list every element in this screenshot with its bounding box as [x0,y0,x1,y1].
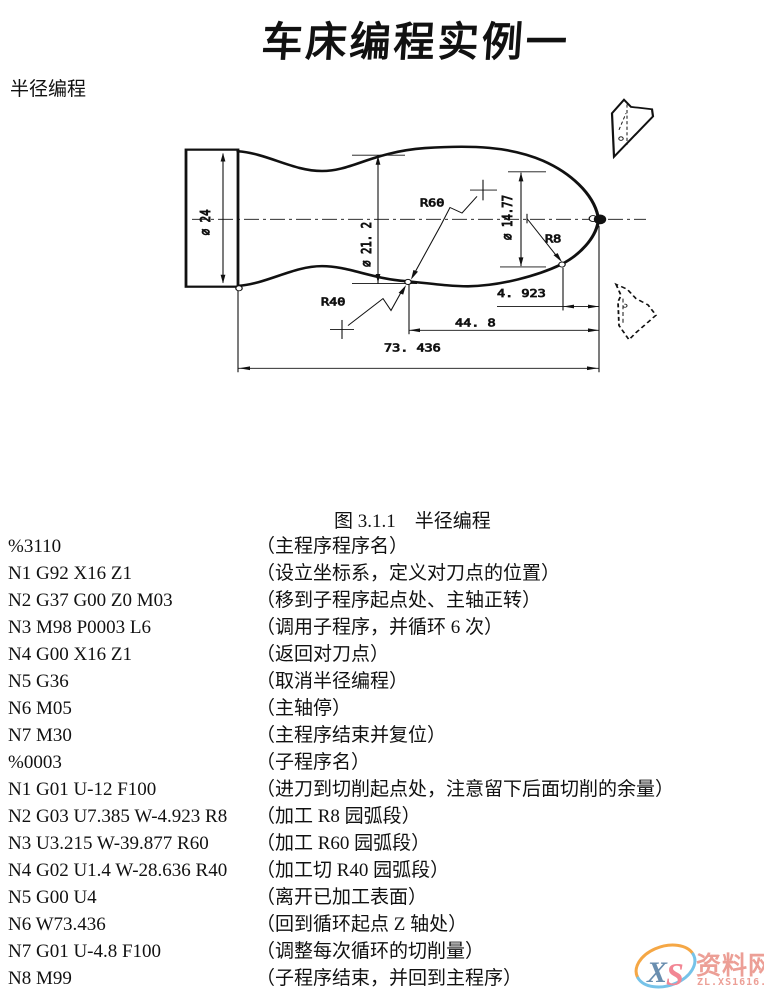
program-row: N8 M99 （子程序结束，并回到主程序） [8,965,760,992]
gcode: %0003 [8,752,62,773]
gcode-comment: （返回对刀点） [256,644,390,665]
watermark-site-url: ZL.XS1616.COM [697,977,764,988]
gcode-comment: （加工 R60 园弧段） [256,833,431,854]
dim-4-923-label: 4. 923 [497,287,546,299]
leader-r60 [411,179,497,280]
figure-caption: 图 3.1.1 半径编程 [334,511,491,532]
gcode: N5 G00 U4 [8,887,97,908]
gcode-comment: （子程序结束，并回到主程序） [256,968,523,989]
dim-dia-21-2-label: ⌀ 21. 2 [359,222,375,267]
program-row: N7 G01 U-4.8 F100 （调整每次循环的切削量） [8,938,760,965]
program-row: N6 M05 （主轴停） [8,695,760,722]
program-row: N7 M30 （主程序结束并复位） [8,722,760,749]
gcode: %3110 [8,536,62,557]
gcode-comment: （设立坐标系，定义对刀点的位置） [256,563,561,584]
gcode: N7 G01 U-4.8 F100 [8,941,162,962]
watermark-logo: X S 资料网 ZL.XS1616.COM [634,938,764,996]
r40-label: R40 [321,296,345,308]
gcode-comment: （子程序名） [256,752,371,773]
program-row: N4 G02 U1.4 W-28.636 R40 （加工切 R40 园弧段） [8,857,760,884]
page-title: 车床编程实例一 [260,19,572,65]
tool-insert-icon [610,98,655,160]
gcode: N2 G03 U7.385 W-4.923 R8 [8,806,228,827]
gcode: N8 M99 [8,968,72,989]
gcode-comment: （调整每次循环的切削量） [256,941,485,962]
dim-44-8 [408,284,599,335]
gcode-comment: （主程序程序名） [256,536,409,557]
gcode: N3 U3.215 W-39.877 R60 [8,833,209,854]
program-row: N1 G92 X16 Z1 （设立坐标系，定义对刀点的位置） [8,560,760,587]
leader-r40 [330,285,406,339]
leader-r8 [526,213,562,263]
watermark-site-name: 资料网 [696,953,764,980]
gcode-comment: （主轴停） [256,698,352,719]
tool-insert-ghost-icon [614,282,658,342]
program-row: %3110 （主程序程序名） [8,533,760,560]
dim-73-436 [237,225,600,373]
watermark-s-letter: S [666,956,684,992]
program-row: %0003 （子程序名） [8,749,760,776]
gcode: N4 G00 X16 Z1 [8,644,133,665]
gcode-comment: （取消半径编程） [256,671,409,692]
program-row: N6 W73.436 （回到循环起点 Z 轴处） [8,911,760,938]
program-row: N2 G03 U7.385 W-4.923 R8 （加工 R8 园弧段） [8,803,760,830]
program-row: N5 G00 U4 （离开已加工表面） [8,884,760,911]
gcode: N4 G02 U1.4 W-28.636 R40 [8,860,228,881]
watermark-x-letter: X [646,956,668,989]
part-drawing: ⌀ 24 ⌀ 21. 2 ⌀ 14.77 [184,98,658,373]
gcode: N1 G01 U-12 F100 [8,779,157,800]
gcode-comment: （加工 R8 园弧段） [256,806,421,827]
gcode-listing: %3110 （主程序程序名） N1 G92 X16 Z1 （设立坐标系，定义对刀点的… [8,533,760,992]
gcode-comment: （离开已加工表面） [256,887,428,908]
dim-44-8-label: 44. 8 [455,317,496,329]
gcode: N6 W73.436 [8,914,106,935]
gcode-comment: （主程序结束并复位） [256,725,447,746]
program-row: N4 G00 X16 Z1 （返回对刀点） [8,641,760,668]
dim-dia-24-label: ⌀ 24 [198,209,214,235]
dim-dia-14-77-label: ⌀ 14.77 [500,195,516,240]
gcode-comment: （加工切 R40 园弧段） [256,860,450,881]
program-row: N1 G01 U-12 F100 （进刀到切削起点处，注意留下后面切削的余量） [8,776,760,803]
program-row: N3 M98 P0003 L6 （调用子程序，并循环 6 次） [8,614,760,641]
gcode-comment: （移到子程序起点处、主轴正转） [256,590,542,611]
program-row: N5 G36 （取消半径编程） [8,668,760,695]
dim-dia-24 [220,152,226,284]
gcode: N6 M05 [8,698,72,719]
r8-label: R8 [545,233,561,245]
program-row: N3 U3.215 W-39.877 R60 （加工 R60 园弧段） [8,830,760,857]
watermark-xs-emblem: X S [634,943,697,992]
program-row: N2 G37 G00 Z0 M03 （移到子程序起点处、主轴正转） [8,587,760,614]
dim-dia-21-2 [352,154,417,284]
part-blank-rect [184,148,240,288]
tool-start-point [593,214,607,225]
profile-node-markers [235,215,598,292]
gcode: N5 G36 [8,671,69,692]
gcode-comment: （进刀到切削起点处，注意留下后面切削的余量） [256,779,675,800]
dim-dia-14-77 [500,171,546,268]
gcode-comment: （调用子程序，并循环 6 次） [256,617,504,638]
gcode: N3 M98 P0003 L6 [8,617,152,638]
section-subtitle: 半径编程 [10,79,87,100]
gcode: N2 G37 G00 Z0 M03 [8,590,173,611]
dim-4-923 [497,267,599,311]
r60-label: R60 [420,197,444,209]
gcode: N7 M30 [8,725,72,746]
part-profile [236,145,600,288]
gcode-comment: （回到循环起点 Z 轴处） [256,914,468,935]
gcode: N1 G92 X16 Z1 [8,563,133,584]
dim-73-436-label: 73. 436 [384,342,441,354]
